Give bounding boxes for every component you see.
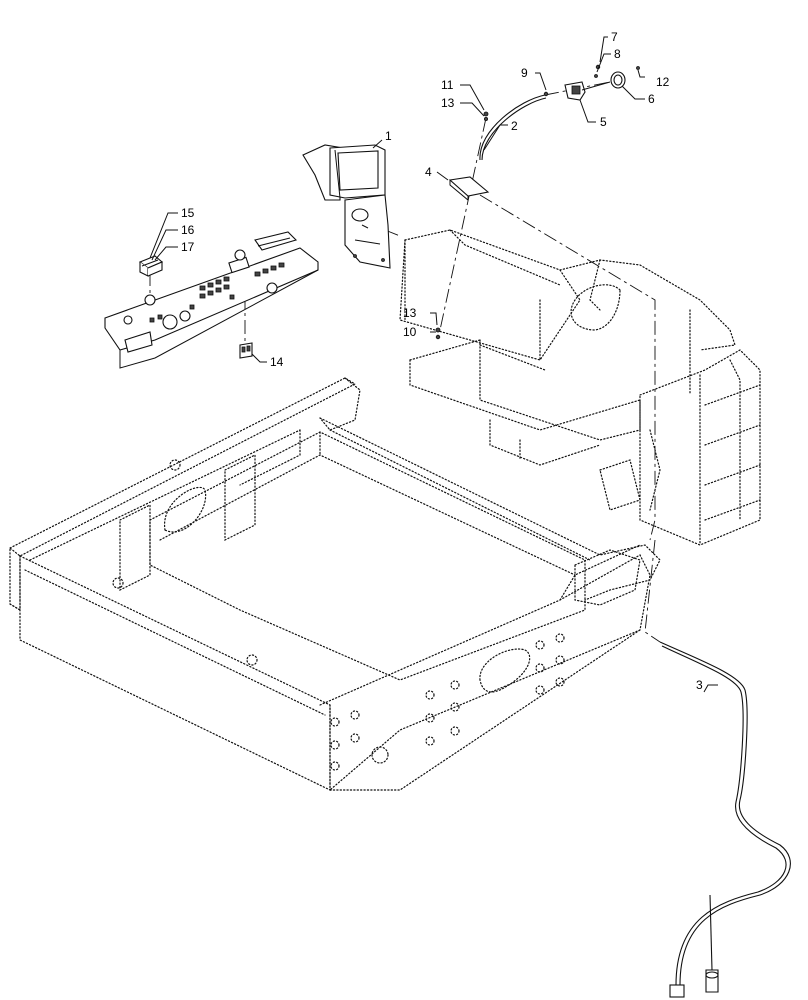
- callout-5: 5: [600, 115, 607, 129]
- control-panel: [104, 231, 319, 369]
- bracket-part-4: [448, 176, 490, 202]
- callout-17: 17: [181, 240, 195, 254]
- harness-part-3: [659, 641, 791, 998]
- callout-11: 11: [441, 78, 454, 92]
- callout-1: 1: [385, 129, 392, 143]
- bolt-holes: [112, 459, 565, 771]
- callout-8: 8: [614, 47, 621, 61]
- callout-3: 3: [696, 678, 703, 692]
- connector-hardware: [543, 64, 640, 101]
- callout-6: 6: [648, 92, 655, 106]
- cab-structure: [399, 229, 761, 546]
- callout-15: 15: [181, 206, 195, 220]
- callout-4: 4: [425, 165, 432, 179]
- connector-part-14: [239, 342, 253, 359]
- screws: [435, 111, 489, 340]
- callout-labels: 1 2 3 4 5 6 7 8 9 10 11 12 13 13 14 15 1…: [181, 30, 703, 692]
- monitor-display: [302, 144, 391, 269]
- callout-13-bottom: 13: [403, 306, 417, 320]
- leader-lines: [149, 36, 718, 693]
- callout-14: 14: [270, 355, 284, 369]
- chassis-frame: [8, 377, 661, 791]
- switch-part-15-17: [138, 255, 164, 277]
- callout-7: 7: [611, 30, 618, 44]
- assembly-lines: [149, 79, 661, 643]
- cable-part-2: [479, 94, 547, 161]
- callout-2: 2: [511, 119, 518, 133]
- callout-13-top: 13: [441, 96, 455, 110]
- callout-16: 16: [181, 223, 195, 237]
- callout-10: 10: [403, 325, 417, 339]
- switch-row: [149, 262, 285, 323]
- callout-9: 9: [521, 66, 528, 80]
- callout-12: 12: [656, 75, 670, 89]
